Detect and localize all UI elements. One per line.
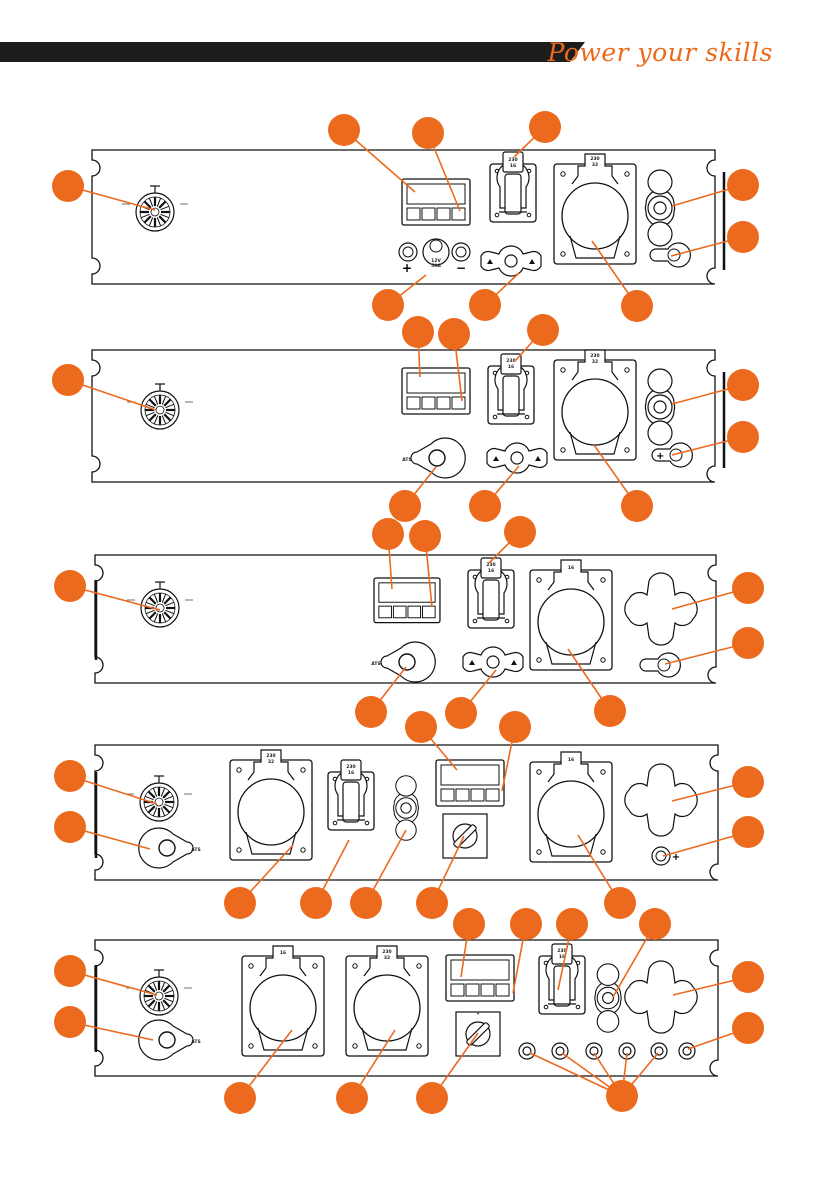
callout-marker bbox=[639, 908, 671, 940]
callout-marker bbox=[52, 364, 84, 396]
callout-marker bbox=[621, 290, 653, 322]
socket-32a-5[interactable] bbox=[346, 946, 428, 1056]
callout-marker bbox=[732, 572, 764, 604]
callout-marker bbox=[727, 421, 759, 453]
callout-marker bbox=[527, 314, 559, 346]
socket-16a-large-4[interactable] bbox=[530, 752, 612, 862]
callout-marker bbox=[606, 1080, 638, 1112]
svg-text:16: 16 bbox=[348, 770, 354, 776]
callout-marker bbox=[727, 369, 759, 401]
callout-marker bbox=[416, 887, 448, 919]
display-4 bbox=[436, 760, 504, 806]
ground-terminal-1[interactable] bbox=[645, 170, 674, 246]
callout-marker bbox=[469, 289, 501, 321]
callout-marker bbox=[604, 887, 636, 919]
svg-text:ATS: ATS bbox=[191, 847, 200, 853]
callout-marker bbox=[54, 570, 86, 602]
socket-32a-1[interactable] bbox=[554, 154, 636, 264]
socket-32a-2[interactable] bbox=[554, 350, 636, 460]
callout-marker bbox=[621, 490, 653, 522]
callout-marker bbox=[372, 289, 404, 321]
svg-text:230: 230 bbox=[506, 358, 515, 364]
svg-text:16: 16 bbox=[508, 364, 514, 370]
rotary-switch-4[interactable] bbox=[443, 814, 487, 858]
socket-16a-large-5[interactable] bbox=[242, 946, 324, 1056]
svg-text:16: 16 bbox=[488, 568, 494, 574]
callout-marker bbox=[732, 1012, 764, 1044]
callout-marker bbox=[54, 955, 86, 987]
callout-marker bbox=[556, 908, 588, 940]
callout-marker bbox=[453, 908, 485, 940]
callout-marker bbox=[732, 961, 764, 993]
callout-marker bbox=[594, 695, 626, 727]
svg-text:32: 32 bbox=[384, 955, 390, 961]
callout-marker bbox=[405, 711, 437, 743]
callout-marker bbox=[54, 811, 86, 843]
svg-text:ATS: ATS bbox=[371, 661, 380, 667]
callout-marker bbox=[438, 318, 470, 350]
callout-marker bbox=[529, 111, 561, 143]
callout-marker bbox=[510, 908, 542, 940]
callout-marker bbox=[727, 221, 759, 253]
callout-marker bbox=[372, 518, 404, 550]
svg-text:230: 230 bbox=[346, 764, 355, 770]
svg-text:230: 230 bbox=[382, 949, 391, 955]
svg-text:230: 230 bbox=[590, 353, 599, 359]
callout-marker bbox=[732, 766, 764, 798]
callout-marker bbox=[469, 490, 501, 522]
callout-marker bbox=[224, 1082, 256, 1114]
callout-marker bbox=[416, 1082, 448, 1114]
display-5 bbox=[446, 955, 514, 1001]
callout-marker bbox=[350, 887, 382, 919]
callout-marker bbox=[389, 490, 421, 522]
display-2 bbox=[402, 368, 470, 414]
svg-text:50A: 50A bbox=[431, 263, 441, 269]
callout-marker bbox=[300, 887, 332, 919]
svg-text:−: − bbox=[456, 261, 466, 275]
callout-marker bbox=[224, 887, 256, 919]
ground-terminal-2[interactable] bbox=[645, 369, 674, 445]
callout-marker bbox=[54, 1006, 86, 1038]
svg-text:32: 32 bbox=[592, 162, 598, 168]
callout-marker bbox=[336, 1082, 368, 1114]
svg-text:ATS: ATS bbox=[191, 1039, 200, 1045]
svg-text:ATS: ATS bbox=[402, 457, 411, 463]
callout-marker bbox=[328, 114, 360, 146]
svg-text:16: 16 bbox=[568, 757, 574, 763]
display-1 bbox=[402, 179, 470, 225]
svg-text:230: 230 bbox=[590, 156, 599, 162]
svg-text:+: + bbox=[402, 261, 412, 275]
callout-marker bbox=[499, 711, 531, 743]
svg-text:+: + bbox=[656, 451, 664, 462]
callout-marker bbox=[52, 170, 84, 202]
callout-marker bbox=[402, 316, 434, 348]
socket-32a-4[interactable] bbox=[230, 750, 312, 860]
callout-marker bbox=[409, 520, 441, 552]
svg-text:230: 230 bbox=[508, 157, 517, 163]
svg-text:230: 230 bbox=[266, 753, 275, 759]
svg-text:32: 32 bbox=[268, 759, 274, 765]
callout-marker bbox=[727, 169, 759, 201]
svg-text:16: 16 bbox=[568, 565, 574, 571]
callout-marker bbox=[732, 627, 764, 659]
svg-text:32: 32 bbox=[592, 359, 598, 365]
callout-marker bbox=[504, 516, 536, 548]
svg-text:16: 16 bbox=[280, 950, 286, 956]
svg-text:16: 16 bbox=[510, 163, 516, 169]
callout-marker bbox=[54, 760, 86, 792]
ground-terminal-5a[interactable] bbox=[595, 964, 621, 1032]
callout-marker bbox=[355, 696, 387, 728]
svg-text:230: 230 bbox=[486, 562, 495, 568]
callout-marker bbox=[412, 117, 444, 149]
callout-marker bbox=[445, 697, 477, 729]
callout-marker bbox=[732, 816, 764, 848]
